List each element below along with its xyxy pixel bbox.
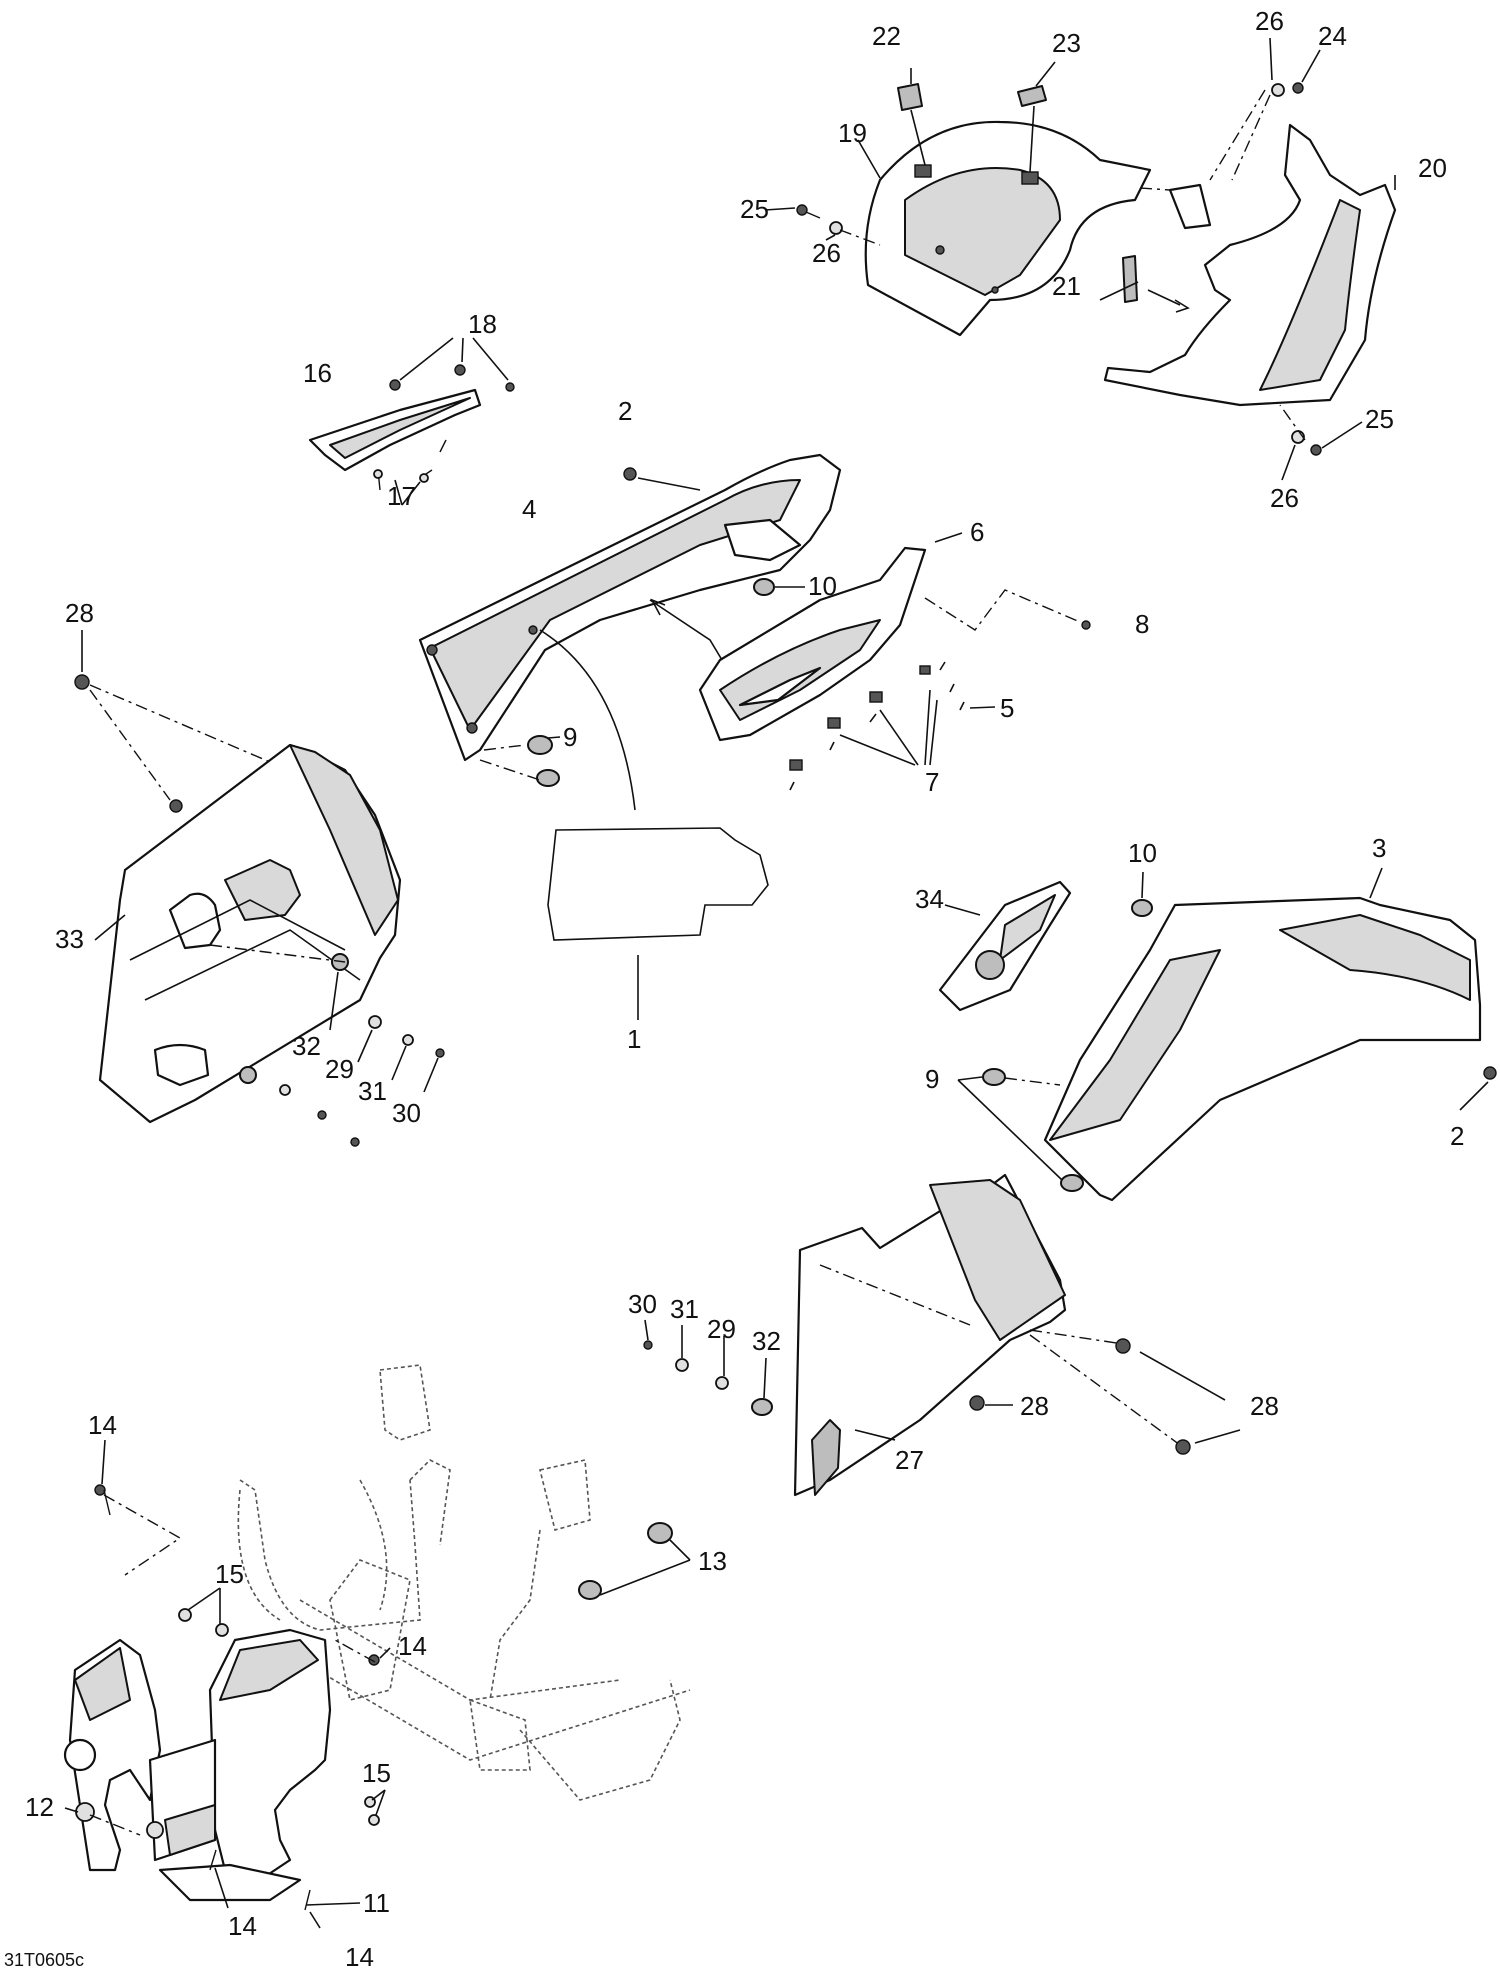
drawing-code: 31T0605c bbox=[4, 1950, 84, 1970]
part-1-panel-outline bbox=[547, 827, 769, 941]
part-4-side-panel bbox=[418, 453, 842, 762]
callout-9: 9 bbox=[925, 1064, 939, 1094]
part-33-bracket bbox=[98, 743, 402, 1124]
callout-18: 18 bbox=[468, 309, 497, 339]
callout-6: 6 bbox=[970, 517, 984, 547]
callout-30: 30 bbox=[392, 1098, 421, 1128]
callout-29: 29 bbox=[325, 1054, 354, 1084]
callout-4: 4 bbox=[522, 494, 536, 524]
callout-12: 12 bbox=[25, 1792, 54, 1822]
callout-15: 15 bbox=[215, 1559, 244, 1589]
callout-31: 31 bbox=[358, 1076, 387, 1106]
callout-14: 14 bbox=[228, 1911, 257, 1941]
callout-14: 14 bbox=[398, 1631, 427, 1661]
callout-28: 28 bbox=[1020, 1391, 1049, 1421]
callout-28: 28 bbox=[1250, 1391, 1279, 1421]
callout-20: 20 bbox=[1418, 153, 1447, 183]
callout-26: 26 bbox=[1270, 483, 1299, 513]
part-11-bumper bbox=[63, 1628, 332, 1902]
callout-10: 10 bbox=[808, 571, 837, 601]
callout-14: 14 bbox=[345, 1942, 374, 1972]
part-10-grommet-a bbox=[753, 578, 775, 596]
callout-34: 34 bbox=[915, 884, 944, 914]
callout-32: 32 bbox=[292, 1031, 321, 1061]
callout-17: 17 bbox=[387, 481, 416, 511]
part-19-tray bbox=[864, 120, 1152, 337]
callout-28: 28 bbox=[65, 598, 94, 628]
part-21-pad bbox=[1122, 255, 1138, 303]
callout-21: 21 bbox=[1052, 271, 1081, 301]
part-9-grommet-a bbox=[527, 735, 560, 787]
callout-7: 7 bbox=[925, 767, 939, 797]
callout-30: 30 bbox=[628, 1289, 657, 1319]
callout-19: 19 bbox=[838, 118, 867, 148]
part-9-grommet-b bbox=[982, 1068, 1084, 1192]
callout-14: 14 bbox=[88, 1410, 117, 1440]
callout-1: 1 bbox=[627, 1024, 641, 1054]
callout-32: 32 bbox=[752, 1326, 781, 1356]
callout-27: 27 bbox=[895, 1445, 924, 1475]
part-23-pad bbox=[1017, 85, 1047, 107]
part-13-bushings bbox=[578, 1522, 673, 1600]
callout-9: 9 bbox=[563, 722, 577, 752]
part-22-pad bbox=[897, 83, 923, 111]
part-20-guard bbox=[1103, 123, 1397, 407]
callout-23: 23 bbox=[1052, 28, 1081, 58]
callout-8: 8 bbox=[1135, 609, 1149, 639]
part-10-grommet-b bbox=[1131, 899, 1153, 917]
part-5-spacers bbox=[789, 661, 965, 791]
part-27-side-panel bbox=[793, 1173, 1067, 1497]
callout-26: 26 bbox=[1255, 6, 1284, 36]
part-3-side-panel bbox=[1043, 896, 1482, 1202]
callout-2: 2 bbox=[1450, 1121, 1464, 1151]
callout-22: 22 bbox=[872, 21, 901, 51]
callout-5: 5 bbox=[1000, 693, 1014, 723]
callout-24: 24 bbox=[1318, 21, 1347, 51]
callout-31: 31 bbox=[670, 1294, 699, 1324]
callout-25: 25 bbox=[740, 194, 769, 224]
callout-10: 10 bbox=[1128, 838, 1157, 868]
frame-phantom bbox=[237, 1364, 691, 1801]
callout-15: 15 bbox=[362, 1758, 391, 1788]
callout-labels: 1 2 2 3 4 5 6 7 8 9 9 10 10 11 12 13 14 … bbox=[4, 6, 1464, 1972]
callout-11: 11 bbox=[363, 1888, 390, 1918]
callout-3: 3 bbox=[1372, 833, 1386, 863]
callout-2: 2 bbox=[618, 396, 632, 426]
callout-25: 25 bbox=[1365, 404, 1394, 434]
callout-13: 13 bbox=[698, 1546, 727, 1576]
callout-26: 26 bbox=[812, 238, 841, 268]
callout-16: 16 bbox=[303, 358, 332, 388]
part-34-bracket bbox=[938, 880, 1072, 1012]
part-6-bracket bbox=[698, 546, 927, 742]
part-16-bracket bbox=[308, 388, 482, 472]
callout-33: 33 bbox=[55, 924, 84, 954]
part-7-clips bbox=[789, 665, 931, 771]
callout-29: 29 bbox=[707, 1314, 736, 1344]
